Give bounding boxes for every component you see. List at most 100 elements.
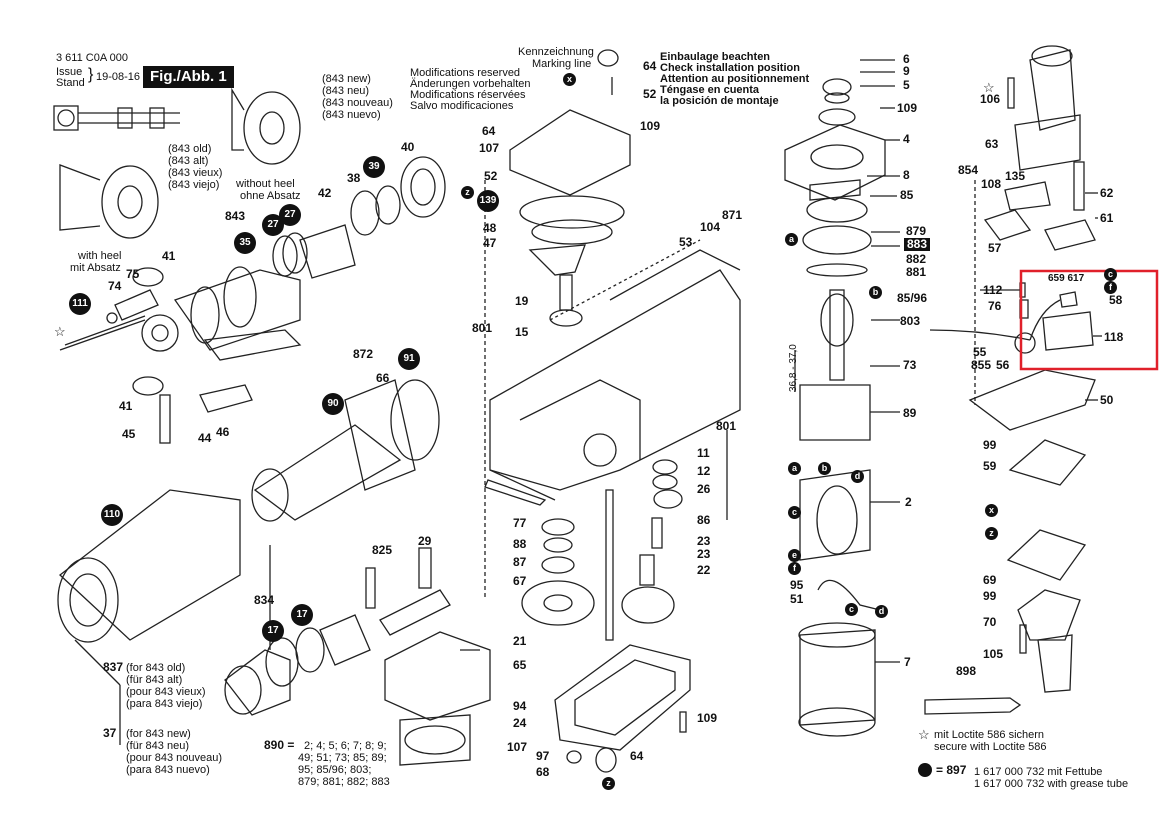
part-label-23: 23 bbox=[697, 534, 711, 548]
highlight-box bbox=[1019, 269, 1159, 371]
install-note-2: Check installation position bbox=[660, 62, 800, 74]
part-label-89: 89 bbox=[903, 406, 917, 420]
part-label-21: 21 bbox=[513, 634, 527, 648]
cap-97 bbox=[566, 750, 582, 764]
pin-29 bbox=[418, 547, 432, 589]
doc-number: 3 611 C0A 000 bbox=[56, 52, 128, 64]
without-heel-2: ohne Absatz bbox=[240, 190, 301, 202]
seal-40 bbox=[400, 156, 446, 218]
star-icon: ☆ bbox=[983, 80, 995, 95]
plate-8 bbox=[809, 179, 861, 201]
bushing-64 bbox=[595, 747, 617, 773]
ring-17a bbox=[265, 637, 299, 687]
part-label-872: 872 bbox=[353, 347, 374, 361]
part-label-64: 64 bbox=[643, 59, 657, 73]
o-ring-27b bbox=[282, 232, 308, 274]
disc-label-110: 110 bbox=[101, 504, 123, 526]
part-label-7: 7 bbox=[904, 655, 911, 669]
mod-note-2: Änderungen vorbehalten bbox=[410, 78, 531, 90]
v843old-3: (843 vieux) bbox=[168, 167, 223, 179]
o-ring-27a bbox=[272, 235, 298, 277]
marking-note-2: Marking line bbox=[532, 58, 592, 70]
gasket-48 bbox=[519, 195, 625, 229]
base-plate-94 bbox=[554, 644, 691, 751]
shaft-65 bbox=[605, 489, 614, 641]
item-37-l1: (for 843 new) bbox=[126, 728, 191, 740]
part-label-61: 61 bbox=[1100, 211, 1114, 225]
gasket-69 bbox=[1006, 529, 1087, 581]
part-label-94: 94 bbox=[513, 699, 527, 713]
part-label-23: 23 bbox=[697, 547, 711, 561]
o-ring-91 bbox=[390, 379, 440, 461]
part-135 bbox=[1004, 181, 1051, 211]
marking-note-1: Kennzeichnung bbox=[518, 46, 594, 58]
striker-42 bbox=[299, 224, 356, 279]
flange-with-heel bbox=[101, 165, 159, 239]
letter-label-x: x bbox=[563, 73, 576, 86]
v843old-4: (843 viejo) bbox=[168, 179, 220, 191]
part-label-48: 48 bbox=[483, 221, 497, 235]
part-label-881: 881 bbox=[906, 265, 927, 279]
switch-symbol bbox=[117, 107, 133, 129]
brush-holder-879 bbox=[802, 225, 872, 255]
air-guide-89 bbox=[799, 384, 871, 441]
part-label-45: 45 bbox=[122, 427, 136, 441]
part-label-879: 879 bbox=[906, 224, 927, 238]
ring-67 bbox=[541, 556, 575, 574]
lever-44 bbox=[199, 384, 253, 413]
stator-2 bbox=[799, 469, 871, 561]
part-label-99: 99 bbox=[983, 438, 997, 452]
part-label-8: 8 bbox=[903, 168, 910, 182]
mod-note-4: Salvo modificaciones bbox=[410, 100, 514, 112]
part-label-59: 59 bbox=[983, 459, 997, 473]
ring-39 bbox=[375, 185, 401, 225]
part-label-883: 883 bbox=[904, 238, 931, 251]
bearing-87 bbox=[543, 537, 573, 553]
part-label-843: 843 bbox=[225, 209, 246, 223]
grease-dot-icon bbox=[918, 763, 932, 777]
gear-21 bbox=[521, 580, 595, 626]
star-icon: ☆ bbox=[54, 324, 66, 339]
part-label-898: 898 bbox=[956, 664, 977, 678]
part-label-6: 6 bbox=[903, 52, 910, 66]
part-label-64: 64 bbox=[630, 749, 644, 763]
armature-803 bbox=[829, 289, 845, 381]
part-label-855: 855 bbox=[971, 358, 992, 372]
part-label-825: 825 bbox=[372, 543, 393, 557]
part-label-112: 112 bbox=[983, 283, 1003, 297]
v843new-3: (843 nouveau) bbox=[322, 97, 393, 109]
screw-106 bbox=[1007, 77, 1015, 109]
part-label-135: 135 bbox=[1005, 169, 1026, 183]
flange-872 bbox=[344, 379, 416, 491]
crank-bracket bbox=[203, 329, 302, 361]
part-label-63: 63 bbox=[985, 137, 999, 151]
part-label-106: 106 bbox=[980, 92, 1001, 106]
gear-47 bbox=[531, 219, 613, 245]
letter-label-z: z bbox=[602, 777, 615, 790]
part-label-118: 118 bbox=[1104, 330, 1124, 344]
part-label-109: 109 bbox=[897, 101, 918, 115]
part-label-77: 77 bbox=[513, 516, 527, 530]
part-label-76: 76 bbox=[988, 299, 1002, 313]
part-label-871: 871 bbox=[722, 208, 743, 222]
switch-118 bbox=[1042, 311, 1094, 351]
part-label-65: 65 bbox=[513, 658, 527, 672]
main-housing-801 bbox=[489, 269, 741, 491]
ring-12 bbox=[652, 474, 678, 490]
item-37: 37 bbox=[103, 726, 117, 740]
plate-61 bbox=[1044, 219, 1096, 251]
kit-890-l1: 2; 4; 5; 6; 7; 8; 9; bbox=[304, 740, 387, 752]
pin-825 bbox=[365, 567, 376, 609]
disc-label-91: 91 bbox=[398, 348, 420, 370]
kit-890-label: 890 = bbox=[264, 738, 295, 752]
cable-guard-56 bbox=[1014, 332, 1036, 354]
letter-label-a: a bbox=[785, 233, 798, 246]
part-label-75: 75 bbox=[126, 267, 140, 281]
part-62 bbox=[1073, 161, 1085, 211]
part-label-834: 834 bbox=[254, 593, 275, 607]
part-label-882: 882 bbox=[906, 252, 927, 266]
part-label-107: 107 bbox=[479, 141, 500, 155]
part-label-88: 88 bbox=[513, 537, 527, 551]
